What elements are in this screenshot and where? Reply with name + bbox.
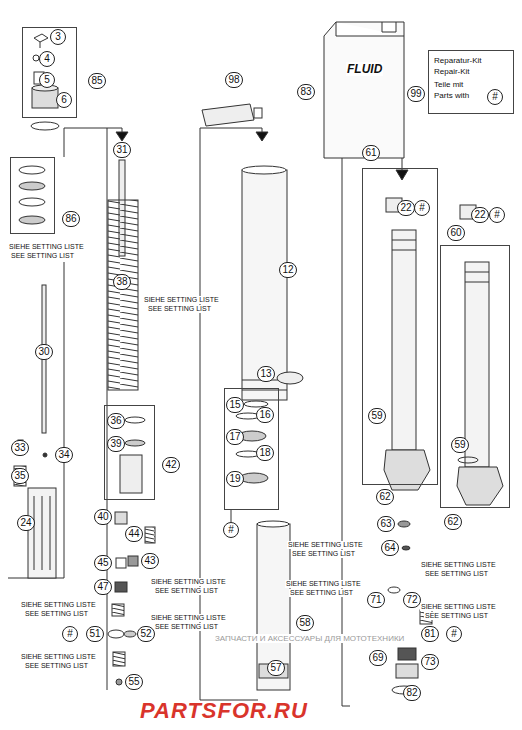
part-group-box: 86: [10, 157, 55, 234]
setting-note: SIEHE SETTING LISTE: [420, 561, 497, 569]
callout-number: 31: [113, 142, 130, 158]
fluid-text: FLUID: [346, 62, 383, 76]
setting-note: SEE SETTING LIST: [24, 610, 89, 618]
callout-number: 15: [226, 397, 243, 413]
callout-number: 34: [55, 447, 72, 463]
callout-number: 83: [297, 84, 314, 100]
setting-note: SEE SETTING LIST: [424, 570, 489, 578]
callout-number: 40: [94, 509, 111, 525]
part-group-box: 363942: [104, 405, 155, 500]
callout-number: 24: [17, 515, 34, 531]
callout-number: 18: [256, 445, 273, 461]
setting-note: SIEHE SETTING LISTE: [285, 580, 362, 588]
callout-number: 82: [403, 685, 420, 701]
callout-number: 71: [367, 592, 384, 608]
setting-note: SIEHE SETTING LISTE: [287, 541, 364, 549]
watermark-logo: PARTSFOR.RU: [140, 698, 308, 724]
setting-note: SIEHE SETTING LISTE: [8, 243, 85, 251]
callout-number: 85: [88, 73, 105, 89]
callout-number: #: [487, 89, 503, 105]
callout-number: 3: [50, 29, 66, 45]
callout-number: 59: [368, 408, 385, 424]
callout-number: #: [62, 626, 78, 642]
callout-number: 33: [11, 440, 28, 456]
setting-note: SEE SETTING LIST: [424, 612, 489, 620]
callout-number: 99: [407, 86, 424, 102]
callout-number: 13: [257, 366, 274, 382]
part-group-box: 615962: [362, 168, 438, 485]
setting-note: SEE SETTING LIST: [147, 305, 212, 313]
callout-number: 22: [397, 200, 414, 216]
callout-number: 55: [125, 674, 142, 690]
callout-number: 62: [444, 514, 461, 530]
callout-number: 73: [421, 654, 438, 670]
callout-number: #: [446, 626, 462, 642]
callout-number: #: [414, 200, 430, 216]
callout-number: 45: [94, 555, 111, 571]
callout-number: 47: [94, 579, 111, 595]
kit-text: Parts with: [434, 91, 469, 100]
callout-number: 86: [62, 211, 79, 227]
callout-number: 98: [225, 72, 242, 88]
callout-number: 52: [137, 626, 154, 642]
callout-number: 63: [377, 516, 394, 532]
callout-number: 69: [369, 650, 386, 666]
can-outline: [322, 20, 406, 160]
callout-number: 17: [226, 429, 243, 445]
callout-number: 43: [141, 553, 158, 569]
callout-number: 81: [421, 626, 438, 642]
callout-number: 38: [113, 274, 130, 290]
callout-number: 30: [35, 344, 52, 360]
part-group-box: 605962: [440, 245, 510, 508]
setting-note: SIEHE SETTING LISTE: [420, 603, 497, 611]
setting-note: SIEHE SETTING LISTE: [143, 296, 220, 304]
setting-note: SEE SETTING LIST: [24, 662, 89, 670]
setting-note: SIEHE SETTING LISTE: [150, 614, 227, 622]
kit-text: Repair-Kit: [434, 67, 470, 76]
callout-number: 44: [125, 526, 142, 542]
callout-number: 62: [376, 489, 393, 505]
fluid-can: FLUID: [322, 20, 406, 160]
callout-number: 59: [451, 437, 468, 453]
watermark-text: ЗАПЧАСТИ И АКСЕССУАРЫ ДЛЯ МОТОТЕХНИКИ: [214, 634, 405, 643]
callout-number: #: [489, 207, 505, 223]
callout-number: 12: [279, 262, 296, 278]
callout-number: 16: [256, 407, 273, 423]
callout-number: 42: [162, 457, 179, 473]
callout-number: 61: [362, 145, 379, 161]
kit-text: Reparatur-Kit: [434, 56, 482, 65]
callout-number: 6: [56, 92, 72, 108]
callout-number: 57: [267, 660, 284, 676]
callout-number: 5: [39, 72, 55, 88]
part-group-box: 345685: [22, 27, 77, 118]
callout-number: 58: [296, 615, 313, 631]
kit-text: Teile mit: [434, 80, 463, 89]
callout-number: 39: [107, 436, 124, 452]
setting-note: SIEHE SETTING LISTE: [20, 601, 97, 609]
callout-number: 64: [381, 540, 398, 556]
callout-number: 22: [471, 207, 488, 223]
callout-number: 60: [447, 225, 464, 241]
setting-note: SEE SETTING LIST: [289, 589, 354, 597]
callout-number: 35: [11, 468, 28, 484]
setting-note: SEE SETTING LIST: [291, 550, 356, 558]
setting-note: SIEHE SETTING LISTE: [150, 578, 227, 586]
callout-number: 72: [403, 592, 420, 608]
part-group-box: 15 16 17 18 19: [224, 388, 279, 510]
setting-note: SEE SETTING LIST: [154, 623, 219, 631]
part-group-box: Reparatur-KitRepair-KitTeile mitParts wi…: [428, 50, 514, 114]
callout-number: 19: [226, 471, 243, 487]
callout-number: #: [223, 522, 239, 538]
callout-number: 4: [39, 51, 55, 67]
callout-number: 36: [107, 413, 124, 429]
setting-note: SEE SETTING LIST: [10, 252, 75, 260]
callout-number: 51: [86, 626, 103, 642]
setting-note: SIEHE SETTING LISTE: [20, 653, 97, 661]
setting-note: SEE SETTING LIST: [154, 587, 219, 595]
